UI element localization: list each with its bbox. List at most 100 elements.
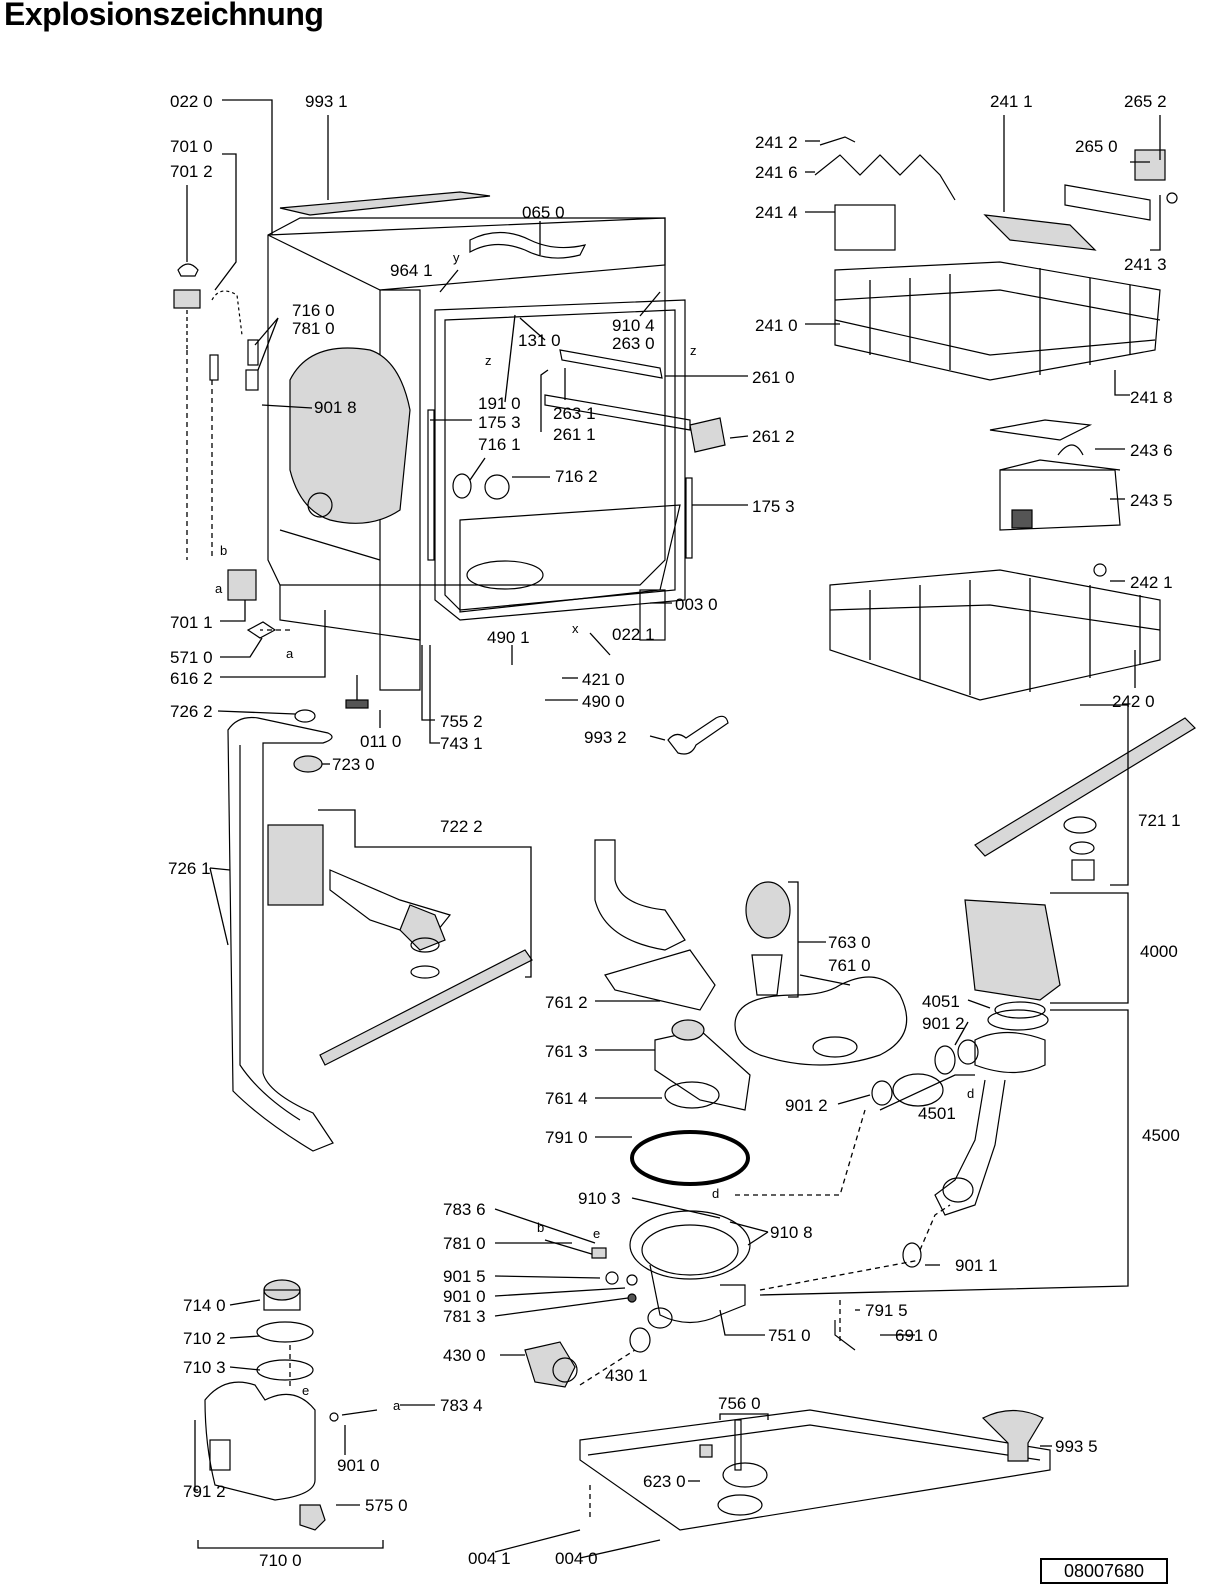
part-label: 065 0 bbox=[522, 203, 565, 222]
part-label: 263 1 bbox=[553, 404, 596, 423]
part-label: 716 1 bbox=[478, 435, 521, 454]
part-label: 901 5 bbox=[443, 1267, 486, 1286]
page-title: Explosionszeichnung bbox=[4, 0, 324, 32]
letter-mark: z bbox=[485, 353, 492, 368]
part-label: 4051 bbox=[922, 992, 960, 1011]
part-label: 241 1 bbox=[990, 92, 1033, 111]
part-label: 243 5 bbox=[1130, 491, 1173, 510]
letter-mark: d bbox=[967, 1086, 974, 1101]
part-label: 175 3 bbox=[752, 497, 795, 516]
part-label: 4000 bbox=[1140, 942, 1178, 961]
part-label: 701 1 bbox=[170, 613, 213, 632]
part-label: 781 3 bbox=[443, 1307, 486, 1326]
part-label: 261 0 bbox=[752, 368, 795, 387]
part-label: 701 2 bbox=[170, 162, 213, 181]
parts-illustration bbox=[173, 136, 1196, 1531]
part-label: 571 0 bbox=[170, 648, 213, 667]
part-label: 242 1 bbox=[1130, 573, 1173, 592]
part-label: 430 1 bbox=[605, 1366, 648, 1385]
water-inlet-hose-drawing bbox=[173, 263, 369, 709]
part-number-labels: 022 0 993 1 701 0 701 2 065 0 964 1 716 … bbox=[168, 92, 1181, 1570]
part-label: 964 1 bbox=[390, 261, 433, 280]
part-label: 993 1 bbox=[305, 92, 348, 111]
wrench-tool-drawing bbox=[667, 715, 729, 755]
part-label: 701 0 bbox=[170, 137, 213, 156]
part-label: 243 6 bbox=[1130, 441, 1173, 460]
part-label: 242 0 bbox=[1112, 692, 1155, 711]
part-label: 901 2 bbox=[785, 1096, 828, 1115]
part-label: 723 0 bbox=[332, 755, 375, 774]
part-label: 421 0 bbox=[582, 670, 625, 689]
part-label: 261 2 bbox=[752, 427, 795, 446]
part-label: 743 1 bbox=[440, 734, 483, 753]
spray-arm-tube-drawing bbox=[227, 709, 533, 1152]
part-label: 710 0 bbox=[259, 1551, 302, 1570]
part-label: 263 0 bbox=[612, 334, 655, 353]
document-number: 08007680 bbox=[1040, 1558, 1168, 1584]
part-label: 616 2 bbox=[170, 669, 213, 688]
part-label: 261 1 bbox=[553, 425, 596, 444]
part-label: 4501 bbox=[918, 1104, 956, 1123]
part-label: 490 1 bbox=[487, 628, 530, 647]
part-label: 761 0 bbox=[828, 956, 871, 975]
part-label: 761 4 bbox=[545, 1089, 588, 1108]
part-label: 791 0 bbox=[545, 1128, 588, 1147]
funnel-drawing bbox=[981, 1409, 1044, 1462]
cutlery-basket-drawing bbox=[989, 419, 1121, 531]
filter-and-sump-drawing bbox=[524, 839, 908, 1388]
upper-spray-arm-drawing bbox=[974, 717, 1196, 881]
letter-mark: x bbox=[572, 621, 579, 636]
part-label: 781 0 bbox=[292, 319, 335, 338]
part-label: 4500 bbox=[1142, 1126, 1180, 1145]
part-label: 791 2 bbox=[183, 1482, 226, 1501]
letter-mark: b bbox=[220, 543, 227, 558]
part-label: 241 8 bbox=[1130, 388, 1173, 407]
part-label: 011 0 bbox=[360, 732, 401, 751]
part-label: 721 1 bbox=[1138, 811, 1181, 830]
part-label: 901 2 bbox=[922, 1014, 965, 1033]
lower-basket-drawing bbox=[829, 563, 1161, 701]
part-label: 022 1 bbox=[612, 625, 655, 644]
part-label: 993 2 bbox=[584, 728, 627, 747]
part-label: 716 2 bbox=[555, 467, 598, 486]
part-label: 575 0 bbox=[365, 1496, 408, 1515]
part-label: 726 2 bbox=[170, 702, 213, 721]
leader-lines bbox=[186, 99, 1161, 1559]
letter-mark: d bbox=[712, 1186, 719, 1201]
part-label: 722 2 bbox=[440, 817, 483, 836]
part-label: 241 3 bbox=[1124, 255, 1167, 274]
part-label: 993 5 bbox=[1055, 1437, 1098, 1456]
part-label: 910 3 bbox=[578, 1189, 621, 1208]
part-label: 716 0 bbox=[292, 301, 335, 320]
part-label: 714 0 bbox=[183, 1296, 226, 1315]
base-frame-drawing bbox=[579, 1409, 1051, 1531]
part-label: 004 1 bbox=[468, 1549, 511, 1568]
part-label: 710 3 bbox=[183, 1358, 226, 1377]
connection-letter-marks: z z y x b a a e b d d e a bbox=[215, 250, 974, 1413]
part-label: 241 6 bbox=[755, 163, 798, 182]
part-label: 791 5 bbox=[865, 1301, 908, 1320]
circulation-pump-drawing bbox=[871, 899, 1061, 1268]
letter-mark: e bbox=[593, 1226, 600, 1241]
part-label: 265 2 bbox=[1124, 92, 1167, 111]
letter-mark: a bbox=[393, 1398, 401, 1413]
part-label: 781 0 bbox=[443, 1234, 486, 1253]
part-label: 751 0 bbox=[768, 1326, 811, 1345]
part-label: 901 0 bbox=[443, 1287, 486, 1306]
part-label: 691 0 bbox=[895, 1326, 938, 1345]
water-softener-drawing bbox=[204, 1279, 378, 1531]
part-label: 901 0 bbox=[337, 1456, 380, 1475]
part-label: 623 0 bbox=[643, 1472, 686, 1491]
part-label: 763 0 bbox=[828, 933, 871, 952]
letter-mark: z bbox=[690, 343, 697, 358]
letter-mark: a bbox=[286, 646, 294, 661]
letter-mark: b bbox=[537, 1220, 544, 1235]
part-label: 910 8 bbox=[770, 1223, 813, 1242]
part-label: 761 2 bbox=[545, 993, 588, 1012]
part-label: 022 0 bbox=[170, 92, 213, 111]
upper-basket-drawing bbox=[814, 136, 1178, 381]
part-label: 783 6 bbox=[443, 1200, 486, 1219]
part-label: 175 3 bbox=[478, 413, 521, 432]
part-label: 490 0 bbox=[582, 692, 625, 711]
